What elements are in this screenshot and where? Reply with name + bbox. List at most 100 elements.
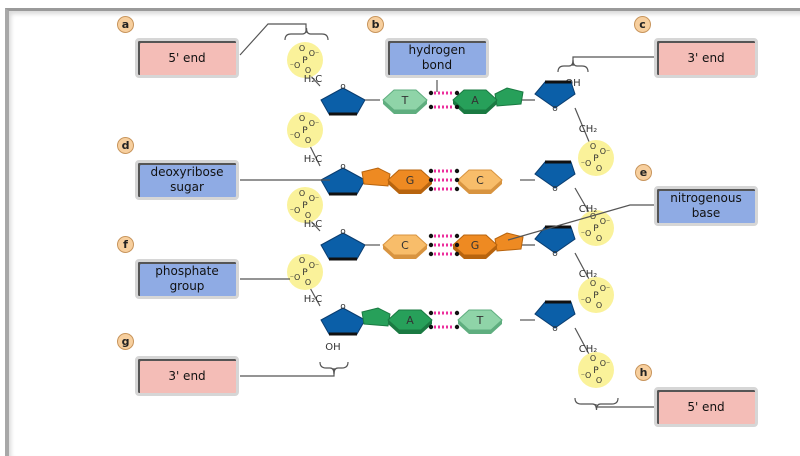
atom-dot (428, 310, 434, 316)
backbone-bond (574, 187, 591, 215)
atom-dot (454, 104, 460, 110)
phosphate-circle (287, 254, 323, 290)
pyrimidine-base: C (457, 169, 503, 194)
h2c-label: H₂C (304, 219, 323, 230)
h2c-label: H₂C (304, 294, 323, 305)
label-g-3-prime-end[interactable]: 3' end (135, 356, 239, 396)
base-ring-side (383, 245, 427, 259)
deoxyribose-sugar: o (320, 227, 366, 261)
phosphate-group: PO O⁻ ⁻O O (287, 42, 323, 78)
deoxyribose-sugar: o (534, 225, 576, 259)
label-c-3-prime-end[interactable]: 3' end (654, 38, 758, 78)
phosphate-group: POO⁻⁻OO (578, 352, 614, 388)
oxygen-label: O (590, 354, 596, 363)
oxygen-minus-label: ⁻O (290, 206, 301, 215)
phosphate-group: POO⁻⁻OO (287, 254, 323, 290)
label-text: 3' end (168, 368, 206, 383)
atom-dot (454, 242, 460, 248)
atom-dot (454, 251, 460, 257)
backbone-bond (574, 252, 591, 282)
phosphate-group: POO⁻⁻OO (578, 140, 614, 176)
base-pentagon (494, 232, 524, 252)
label-d-deoxyribose-sugar[interactable]: deoxyribose sugar (135, 160, 239, 200)
badge-h: h (635, 364, 652, 381)
base-pentagon (494, 87, 524, 107)
badge-e: e (635, 164, 652, 181)
oxygen-minus-label: O⁻ (309, 49, 320, 58)
phosphate-circle (578, 277, 614, 313)
phosphorus-label: P (593, 291, 599, 301)
ch2-label: CH₂ (579, 204, 598, 215)
phosphate-group: POO⁻⁻OO (578, 210, 614, 246)
sugar-ring (534, 161, 576, 189)
badge-c: c (634, 16, 651, 33)
badge-f: f (117, 236, 134, 253)
oxygen-minus-label: ⁻O (290, 61, 301, 70)
oxygen-label: O (299, 189, 305, 198)
label-f-phosphate-group[interactable]: phosphate group (135, 259, 239, 299)
leader-line-h (595, 404, 654, 408)
deoxyribose-sugar: o (534, 160, 576, 194)
atom-dot (454, 168, 460, 174)
leader-line-a (239, 23, 307, 56)
atom-dot (454, 90, 460, 96)
oxygen-label: O (305, 211, 311, 220)
phosphate-group: POO⁻⁻OO (287, 112, 323, 148)
ring-oxygen-label: o (340, 82, 346, 92)
base-letter: T (476, 314, 484, 327)
guanine-base: G (452, 232, 524, 259)
label-e-nitrogenous-base[interactable]: nitrogenous base (654, 186, 758, 226)
label-a-5-prime-end[interactable]: 5' end (135, 38, 239, 78)
deoxyribose-sugar: o (320, 82, 366, 116)
phosphate-group: POO⁻⁻OO (578, 277, 614, 313)
phosphate-circle (287, 42, 323, 78)
ring-oxygen-label: o (340, 227, 346, 237)
ring-oxygen-label: o (552, 324, 558, 334)
oxygen-label: O (305, 136, 311, 145)
atom-dot (428, 186, 434, 192)
base-pentagon (361, 307, 391, 327)
leader-line-g (240, 368, 335, 377)
oxygen-minus-label: O⁻ (600, 217, 611, 226)
oxygen-minus-label: ⁻O (581, 159, 592, 168)
leader-line-c (572, 56, 654, 66)
oxygen-label: O (299, 114, 305, 123)
h2c-label: H₂C (304, 154, 323, 165)
label-h-5-prime-end[interactable]: 5' end (654, 387, 758, 427)
base-letter: A (406, 314, 414, 327)
label-b-hydrogen-bond[interactable]: hydrogen bond (385, 38, 489, 78)
badge-b: b (367, 16, 384, 33)
phosphorus-label: P (593, 224, 599, 234)
atom-dot (454, 186, 460, 192)
atom-dot (428, 242, 434, 248)
leader-line-e (507, 204, 654, 241)
base-pentagon (361, 167, 391, 187)
label-text: hydrogen bond (408, 43, 466, 72)
deoxyribose-sugar: o (534, 80, 576, 114)
backbone-bond (308, 285, 321, 307)
oxygen-minus-label: O⁻ (600, 147, 611, 156)
oxygen-label: O (305, 66, 311, 75)
oh-label-right-3-prime: OH (565, 78, 580, 89)
base-hexagon: A (387, 309, 433, 334)
atom-dot (428, 104, 434, 110)
atom-dot (454, 324, 460, 330)
backbone-bond (308, 143, 321, 167)
adenine-base: A (452, 87, 524, 114)
sugar-ring (534, 81, 576, 109)
ch2-label: CH₂ (579, 124, 598, 135)
phosphorus-label: P (302, 126, 308, 136)
oxygen-label: O (305, 278, 311, 287)
base-letter: A (471, 94, 479, 107)
phosphorus-label: P (302, 268, 308, 278)
atom-dot (428, 177, 434, 183)
backbone-bond (574, 327, 591, 357)
deoxyribose-sugar: o (534, 300, 576, 334)
oxygen-label: O (590, 142, 596, 151)
oxygen-label: O (299, 44, 305, 53)
adenine-base: A (361, 307, 433, 334)
phosphorus-label: P (302, 56, 308, 66)
ring-oxygen-label: o (340, 162, 346, 172)
phosphorus-label: P (593, 366, 599, 376)
base-letter: C (476, 174, 484, 187)
